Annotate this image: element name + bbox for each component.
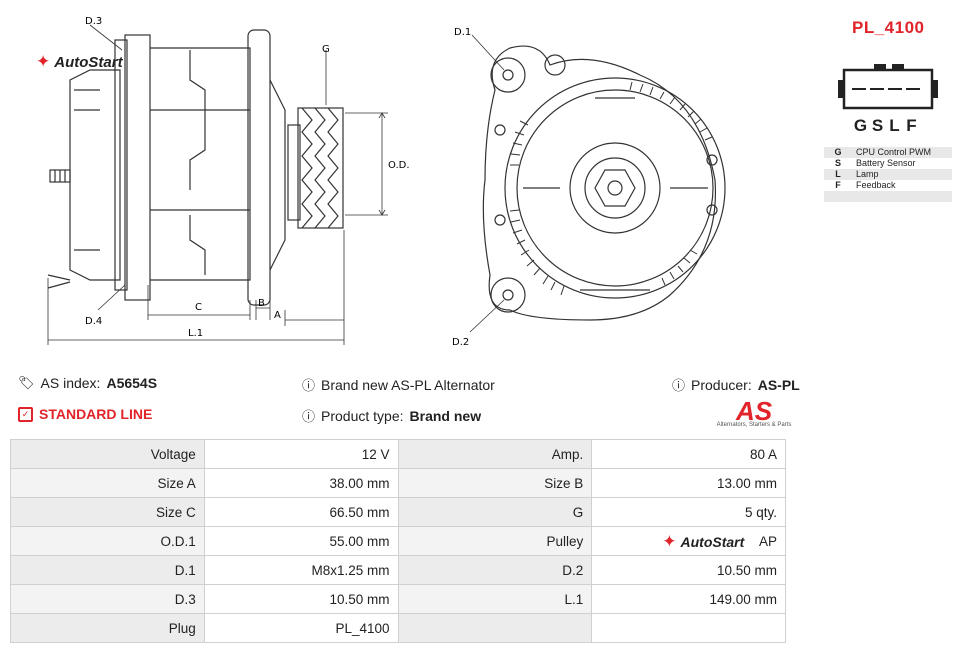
plug-pin-f: F bbox=[906, 116, 917, 135]
standard-line-text: STANDARD LINE bbox=[39, 406, 153, 422]
legend-row bbox=[824, 191, 952, 202]
label-d3: D.3 bbox=[85, 16, 102, 27]
table-row: Size A 38.00 mm Size B 13.00 mm bbox=[10, 468, 786, 498]
label-c: C bbox=[195, 302, 202, 313]
table-row: Plug PL_4100 bbox=[10, 613, 786, 643]
as-index-value: A5654S bbox=[106, 375, 158, 391]
autostart-logo-text: AutoStart bbox=[54, 53, 123, 71]
producer-value: AS-PL bbox=[757, 376, 800, 393]
product-type: ⓘ Product type: Brand new bbox=[302, 406, 481, 425]
info-icon: ⓘ bbox=[672, 378, 686, 393]
autostart-watermark-logo: ✦AutoStart bbox=[662, 532, 745, 551]
label-d1: D.1 bbox=[454, 27, 471, 38]
standard-line-badge: ✓ STANDARD LINE bbox=[18, 406, 152, 422]
brand-info: ⓘ Brand new AS-PL Alternator bbox=[302, 375, 495, 394]
autostart-star-icon: ✦ bbox=[662, 532, 677, 551]
as-index-label: AS index: bbox=[40, 375, 101, 391]
plug-pin-g: G bbox=[853, 116, 868, 135]
info-icon: ⓘ bbox=[302, 409, 316, 424]
plug-code: PL_4100 bbox=[852, 18, 925, 37]
checkbox-icon: ✓ bbox=[18, 406, 33, 422]
label-d4: D.4 bbox=[85, 316, 102, 327]
table-row: Size C 66.50 mm G 5 qty. bbox=[10, 497, 786, 527]
as-index: 🏷 AS index: A5654S bbox=[18, 375, 157, 391]
autostart-star-icon: ✦ bbox=[36, 52, 51, 71]
label-od1: O.D.1 bbox=[388, 160, 410, 171]
alternator-front-view: D.1 D.2 bbox=[452, 27, 726, 348]
producer-logo-text: AS bbox=[735, 396, 773, 426]
plug-pin-s: S bbox=[871, 116, 884, 135]
product-type-value: Brand new bbox=[409, 407, 482, 424]
label-b: B bbox=[258, 298, 265, 309]
label-d2: D.2 bbox=[452, 337, 469, 348]
product-type-label: Product type: bbox=[321, 407, 404, 424]
info-icon: ⓘ bbox=[302, 378, 316, 393]
producer-logo-sub: Alternators, Starters & Parts bbox=[716, 422, 792, 428]
plug-pin-l: L bbox=[889, 116, 900, 135]
producer-logo: AS Alternators, Starters & Parts bbox=[716, 396, 792, 428]
table-row: O.D.1 55.00 mm Pulley ✦AutoStart AP bbox=[10, 526, 786, 556]
spec-table: Voltage 12 V Amp. 80 A Size A 38.00 mm S… bbox=[10, 439, 786, 643]
alternator-side-view: D.3 G O.D.1 D.4 C B A L.1 bbox=[47, 16, 410, 345]
producer-label: Producer: bbox=[691, 376, 752, 393]
brand-text: Brand new AS-PL Alternator bbox=[321, 376, 495, 393]
plug-connector-icon bbox=[838, 64, 938, 110]
table-row: Voltage 12 V Amp. 80 A bbox=[10, 439, 786, 469]
label-a: A bbox=[274, 310, 281, 321]
table-row: D.1 M8x1.25 mm D.2 10.50 mm bbox=[10, 555, 786, 585]
label-g: G bbox=[322, 44, 330, 55]
tag-icon: 🏷 bbox=[18, 375, 35, 390]
table-row: D.3 10.50 mm L.1 149.00 mm bbox=[10, 584, 786, 614]
producer-info: ⓘ Producer: AS-PL bbox=[672, 375, 800, 394]
pulley-value: AP bbox=[758, 533, 777, 549]
autostart-logo: ✦ AutoStart bbox=[36, 52, 123, 72]
label-l1: L.1 bbox=[188, 328, 203, 339]
